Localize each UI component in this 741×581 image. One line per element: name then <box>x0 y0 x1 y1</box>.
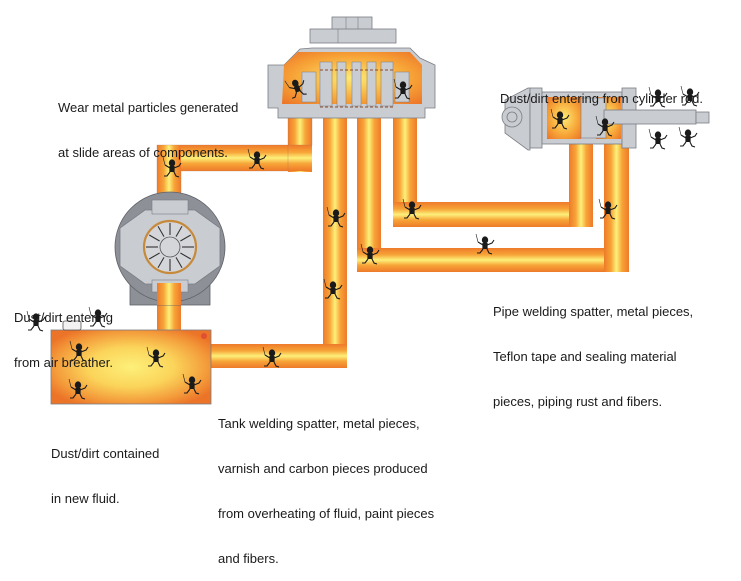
pump-vane <box>180 252 192 260</box>
valve-icon <box>267 16 436 119</box>
label-line: Wear metal particles generated <box>58 100 239 115</box>
pump-vane <box>157 225 165 237</box>
pipe-valve-to-cylinder-cap-side <box>393 110 593 227</box>
breather-icon <box>62 320 82 331</box>
label-line: Teflon tape and sealing material <box>493 349 677 364</box>
label-tank-welding: Tank welding spatter, metal pieces, varn… <box>218 386 434 581</box>
label-line: in new fluid. <box>51 491 120 506</box>
particle-figure-icon <box>678 126 698 148</box>
pump-vane <box>180 234 192 242</box>
pump-vane <box>148 234 160 242</box>
pump-vane <box>157 257 165 269</box>
label-pipe-welding: Pipe welding spatter, metal pieces, Tefl… <box>493 274 693 424</box>
pipe-valve-to-pump <box>156 110 313 205</box>
pump-icon <box>114 191 226 306</box>
label-line: from air breather. <box>14 355 113 370</box>
hydraulic-system-diagram <box>26 16 710 405</box>
label-wear-metal: Wear metal particles generated at slide … <box>58 70 238 175</box>
label-line: Dust/dirt entering <box>14 310 113 325</box>
label-line: pieces, piping rust and fibers. <box>493 394 663 409</box>
particle-figure-icon <box>648 128 668 150</box>
label-line: Pipe welding spatter, metal pieces, <box>493 304 694 319</box>
label-line: varnish and carbon pieces produced <box>218 461 428 476</box>
label-air-breather: Dust/dirt entering from air breather. <box>14 280 113 385</box>
label-line: and fibers. <box>218 551 279 566</box>
label-line: Tank welding spatter, metal pieces, <box>218 416 420 431</box>
pipe-valve-to-cylinder-rod-side <box>357 110 629 272</box>
pump-vane <box>175 257 183 269</box>
label-new-fluid: Dust/dirt contained in new fluid. <box>51 416 159 521</box>
label-line: Dust/dirt contained <box>51 446 160 461</box>
label-line: from overheating of fluid, paint pieces <box>218 506 435 521</box>
label-cylinder-rod: Dust/dirt entering from cylinder rod. <box>500 61 703 121</box>
cylinder-icon <box>501 87 710 151</box>
pump-vane <box>175 225 183 237</box>
label-line: Dust/dirt entering from cylinder rod. <box>500 91 704 106</box>
pump-vane <box>148 252 160 260</box>
label-line: at slide areas of components. <box>58 145 228 160</box>
pipe-valve-to-tank <box>210 110 347 368</box>
